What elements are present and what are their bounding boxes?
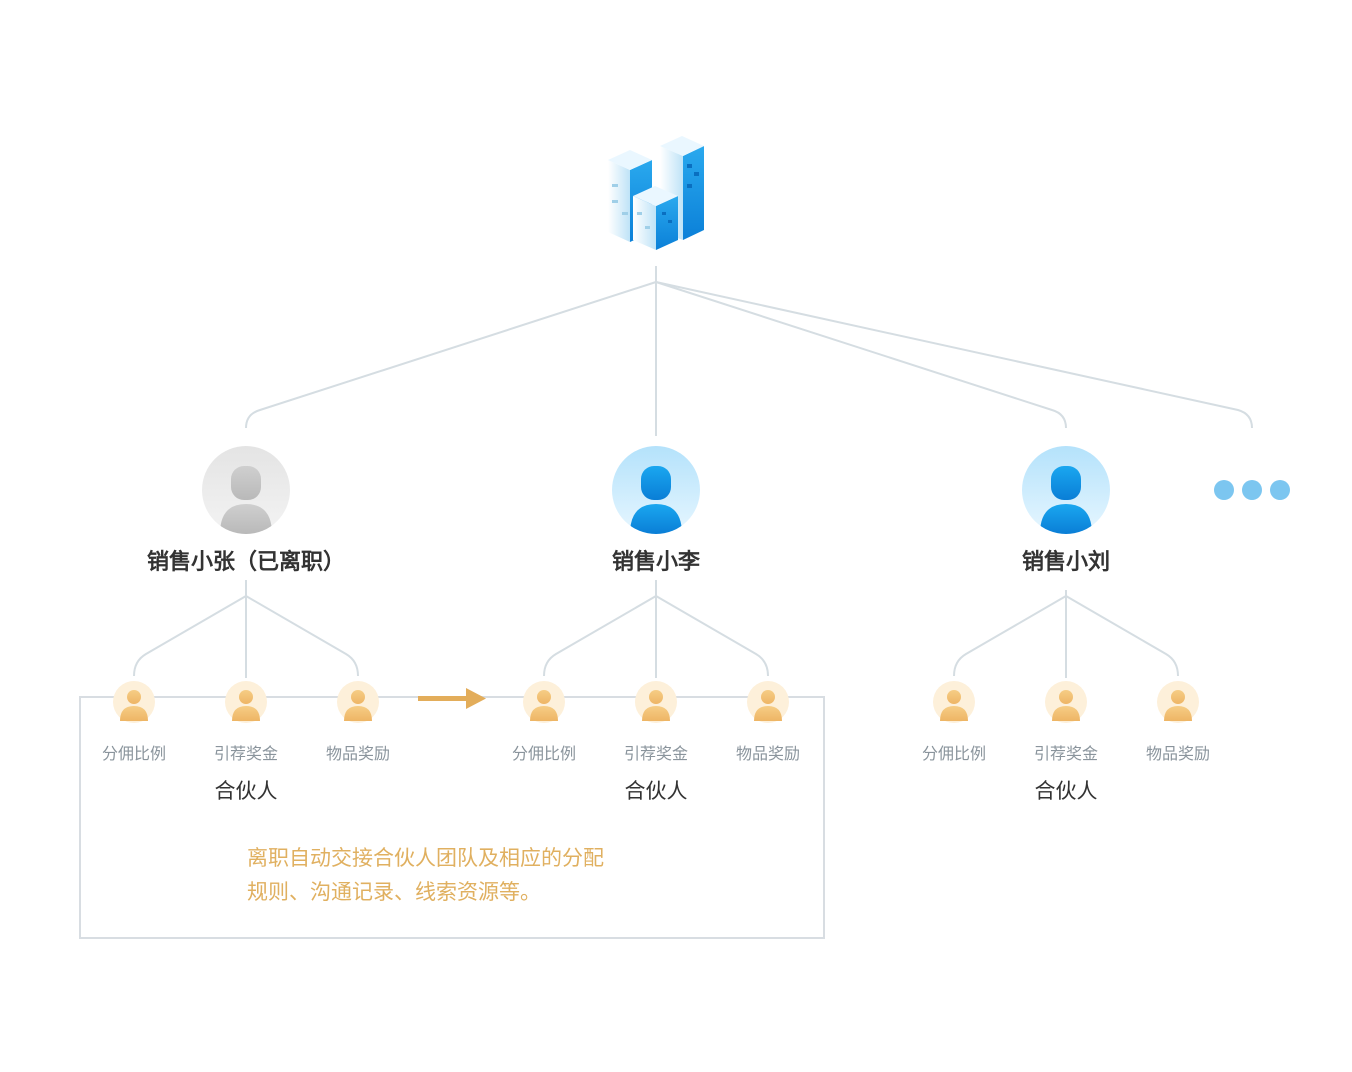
partner-icon: [635, 681, 677, 723]
handover-note-line2: 规则、沟通记录、线索资源等。: [247, 880, 541, 904]
partner-item-label: 引荐奖金: [1033, 744, 1099, 763]
arrow-right-icon: [418, 688, 486, 709]
partner-item-label: 引荐奖金: [623, 744, 689, 763]
partner-item-label: 物品奖励: [325, 744, 391, 763]
partner-group-label: 合伙人: [624, 779, 688, 803]
salesperson-name: 销售小李: [611, 550, 701, 575]
buildings-icon: [608, 136, 704, 250]
partner-icon: [113, 681, 155, 723]
person-blue-icon: [612, 446, 700, 534]
partner-group-label: 合伙人: [214, 779, 278, 803]
partner-icon: [1157, 681, 1199, 723]
partner-item-label: 引荐奖金: [213, 744, 279, 763]
partner-group-label: 合伙人: [1034, 779, 1098, 803]
partner-item-label: 分佣比例: [921, 744, 987, 763]
partner-item-label: 物品奖励: [735, 744, 801, 763]
partner-icon: [1045, 681, 1087, 723]
company-connector-lines: [245, 266, 1253, 436]
partner-item-label: 分佣比例: [511, 744, 577, 763]
partner-icon: [225, 681, 267, 723]
salesperson-name-departed: 销售小张（已离职）: [146, 550, 346, 575]
partner-item-label: 分佣比例: [101, 744, 167, 763]
partner-icon: [747, 681, 789, 723]
partner-item-label: 物品奖励: [1145, 744, 1211, 763]
partner-connector-lines: [133, 580, 1179, 678]
handover-note-line1: 离职自动交接合伙人团队及相应的分配: [247, 846, 604, 870]
person-gray-icon: [202, 446, 290, 534]
salesperson-name: 销售小刘: [1021, 550, 1111, 575]
partner-icon: [523, 681, 565, 723]
partner-icon: [933, 681, 975, 723]
more-dots-icon: [1214, 480, 1290, 500]
person-blue-icon: [1022, 446, 1110, 534]
handover-note: 离职自动交接合伙人团队及相应的分配 规则、沟通记录、线索资源等。: [247, 841, 604, 909]
partner-icon: [337, 681, 379, 723]
